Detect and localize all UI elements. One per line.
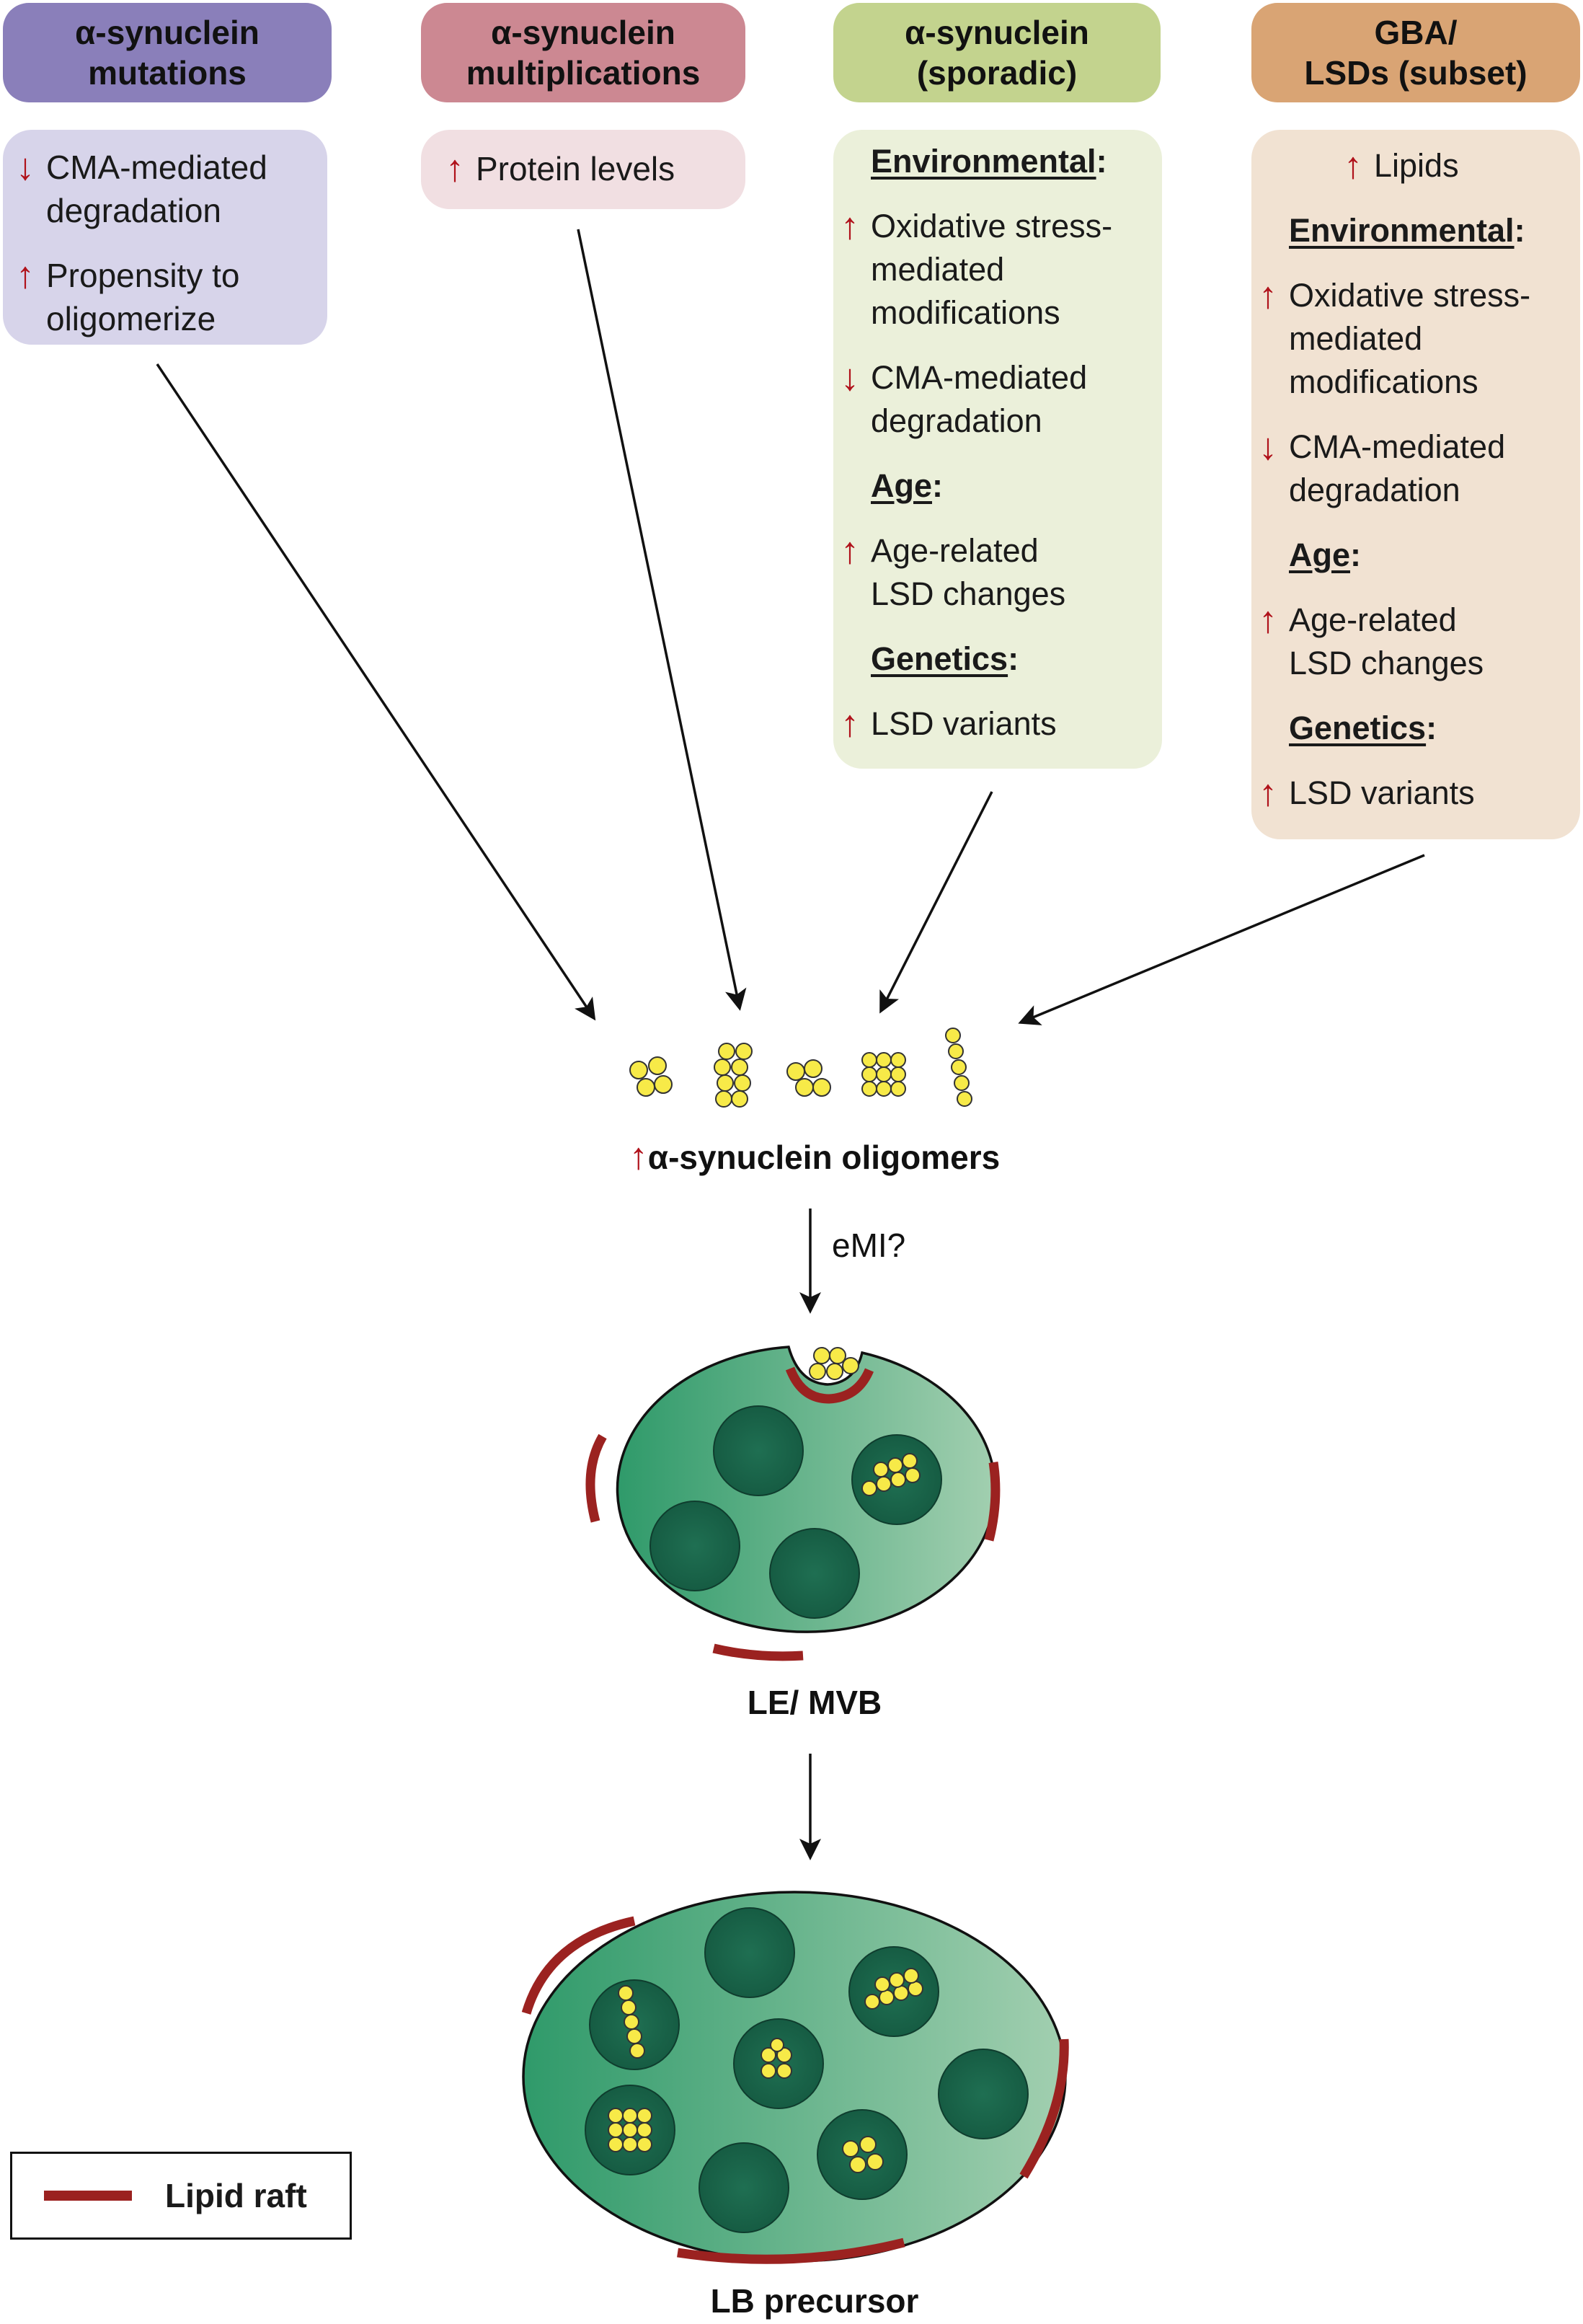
mutations-item-cma-text: CMA-mediated degradation [46, 149, 267, 229]
up-arrow-icon: ↑ [445, 148, 464, 190]
sporadic-item-oxidative: ↑ Oxidative stress- mediated modificatio… [841, 205, 1158, 335]
panel-mutations: ↓ CMA-mediated degradation ↑ Propensity … [3, 130, 327, 345]
gba-item-cma-text: CMA-mediated degradation [1289, 428, 1506, 508]
gba-item-cma: ↓ CMA-mediated degradation [1259, 425, 1576, 512]
up-arrow-icon: ↑ [1259, 772, 1277, 814]
panel-multiplications: ↑ Protein levels [421, 130, 745, 209]
arrow-multiplications [577, 229, 747, 1011]
up-arrow-icon: ↑ [841, 703, 859, 745]
panel-gba: ↑ Lipids Environmental: ↑ Oxidative stre… [1251, 130, 1580, 839]
header-gba-line2: LSDs (subset) [1304, 54, 1527, 92]
oligomer-cluster-3 [786, 1059, 831, 1097]
header-sporadic-line2: (sporadic) [916, 54, 1078, 92]
legend-label: Lipid raft [165, 2177, 307, 2214]
le-mvb-organelle [585, 1346, 1001, 1661]
oligomer-cluster-1 [629, 1056, 673, 1097]
oligomer-cluster-4 [861, 1052, 906, 1097]
up-arrow-icon: ↑ [1259, 599, 1277, 641]
gba-item-age-text: Age-related LSD changes [1289, 601, 1484, 681]
gba-item-variants-text: LSD variants [1289, 774, 1475, 811]
multiplications-item-protein-text: Protein levels [476, 150, 675, 187]
oligomer-cluster-5 [945, 1028, 972, 1107]
arrow-mutations [156, 363, 596, 1021]
oligomers-label: ↑α-synuclein oligomers [591, 1135, 1038, 1178]
gba-item-oxidative-text: Oxidative stress- mediated modifications [1289, 277, 1531, 400]
header-multiplications-line1: α-synuclein [491, 14, 675, 51]
lb-precursor-label: LB precursor [710, 2282, 919, 2320]
mutations-item-cma: ↓ CMA-mediated degradation [16, 146, 320, 232]
sporadic-item-cma: ↓ CMA-mediated degradation [841, 356, 1158, 443]
down-arrow-icon: ↓ [1259, 426, 1277, 468]
up-arrow-icon: ↑ [629, 1136, 648, 1178]
up-arrow-icon: ↑ [841, 206, 859, 247]
header-sporadic-line1: α-synuclein [905, 14, 1089, 51]
gba-item-lipids: ↑ Lipids [1344, 144, 1576, 187]
oligomers-label-text: α-synuclein oligomers [647, 1139, 1001, 1176]
sporadic-environmental-title: Environmental: [871, 143, 1107, 180]
header-sporadic: α-synuclein (sporadic) [833, 3, 1161, 102]
gba-item-lipids-text: Lipids [1374, 147, 1459, 184]
up-arrow-icon: ↑ [1344, 145, 1362, 187]
sporadic-item-variants: ↑ LSD variants [841, 702, 1158, 746]
lipid-raft-swatch [44, 2191, 132, 2201]
le-mvb-label: LE/ MVB [747, 1684, 882, 1721]
header-multiplications: α-synuclein multiplications [421, 3, 745, 102]
multiplications-item-protein: ↑ Protein levels [445, 147, 738, 190]
header-mutations-line1: α-synuclein [75, 14, 260, 51]
header-gba: GBA/ LSDs (subset) [1251, 3, 1580, 102]
header-mutations: α-synuclein mutations [3, 3, 332, 102]
down-arrow-icon: ↓ [841, 357, 859, 399]
down-arrow-icon: ↓ [16, 146, 35, 188]
up-arrow-icon: ↑ [16, 255, 35, 296]
panel-sporadic: Environmental: ↑ Oxidative stress- media… [833, 130, 1162, 769]
sporadic-item-cma-text: CMA-mediated degradation [871, 359, 1088, 439]
up-arrow-icon: ↑ [1259, 275, 1277, 317]
gba-item-age: ↑ Age-related LSD changes [1259, 598, 1576, 685]
oligomer-cluster-2 [714, 1043, 753, 1108]
mutations-item-propensity-text: Propensity to oligomerize [46, 257, 240, 337]
gba-genetics-title: Genetics: [1289, 710, 1437, 746]
gba-item-oxidative: ↑ Oxidative stress- mediated modificatio… [1259, 274, 1576, 404]
gba-environmental-title: Environmental: [1289, 212, 1525, 249]
emi-label: eMI? [832, 1227, 906, 1264]
sporadic-item-age-text: Age-related LSD changes [871, 532, 1066, 612]
sporadic-item-oxidative-text: Oxidative stress- mediated modifications [871, 208, 1113, 331]
sporadic-item-age: ↑ Age-related LSD changes [841, 529, 1158, 616]
header-gba-line1: GBA/ [1374, 14, 1458, 51]
up-arrow-icon: ↑ [841, 530, 859, 572]
lb-precursor-organelle [521, 1891, 1069, 2264]
gba-item-variants: ↑ LSD variants [1259, 772, 1576, 815]
arrow-gba [1018, 854, 1425, 1025]
header-multiplications-line2: multiplications [466, 54, 701, 92]
sporadic-item-variants-text: LSD variants [871, 705, 1057, 742]
mutations-item-propensity: ↑ Propensity to oligomerize [16, 254, 320, 340]
header-mutations-line2: mutations [88, 54, 247, 92]
sporadic-genetics-title: Genetics: [871, 640, 1019, 677]
sporadic-age-title: Age: [871, 467, 944, 504]
arrow-sporadic [879, 791, 993, 1014]
legend: Lipid raft [10, 2152, 352, 2240]
gba-age-title: Age: [1289, 536, 1362, 573]
